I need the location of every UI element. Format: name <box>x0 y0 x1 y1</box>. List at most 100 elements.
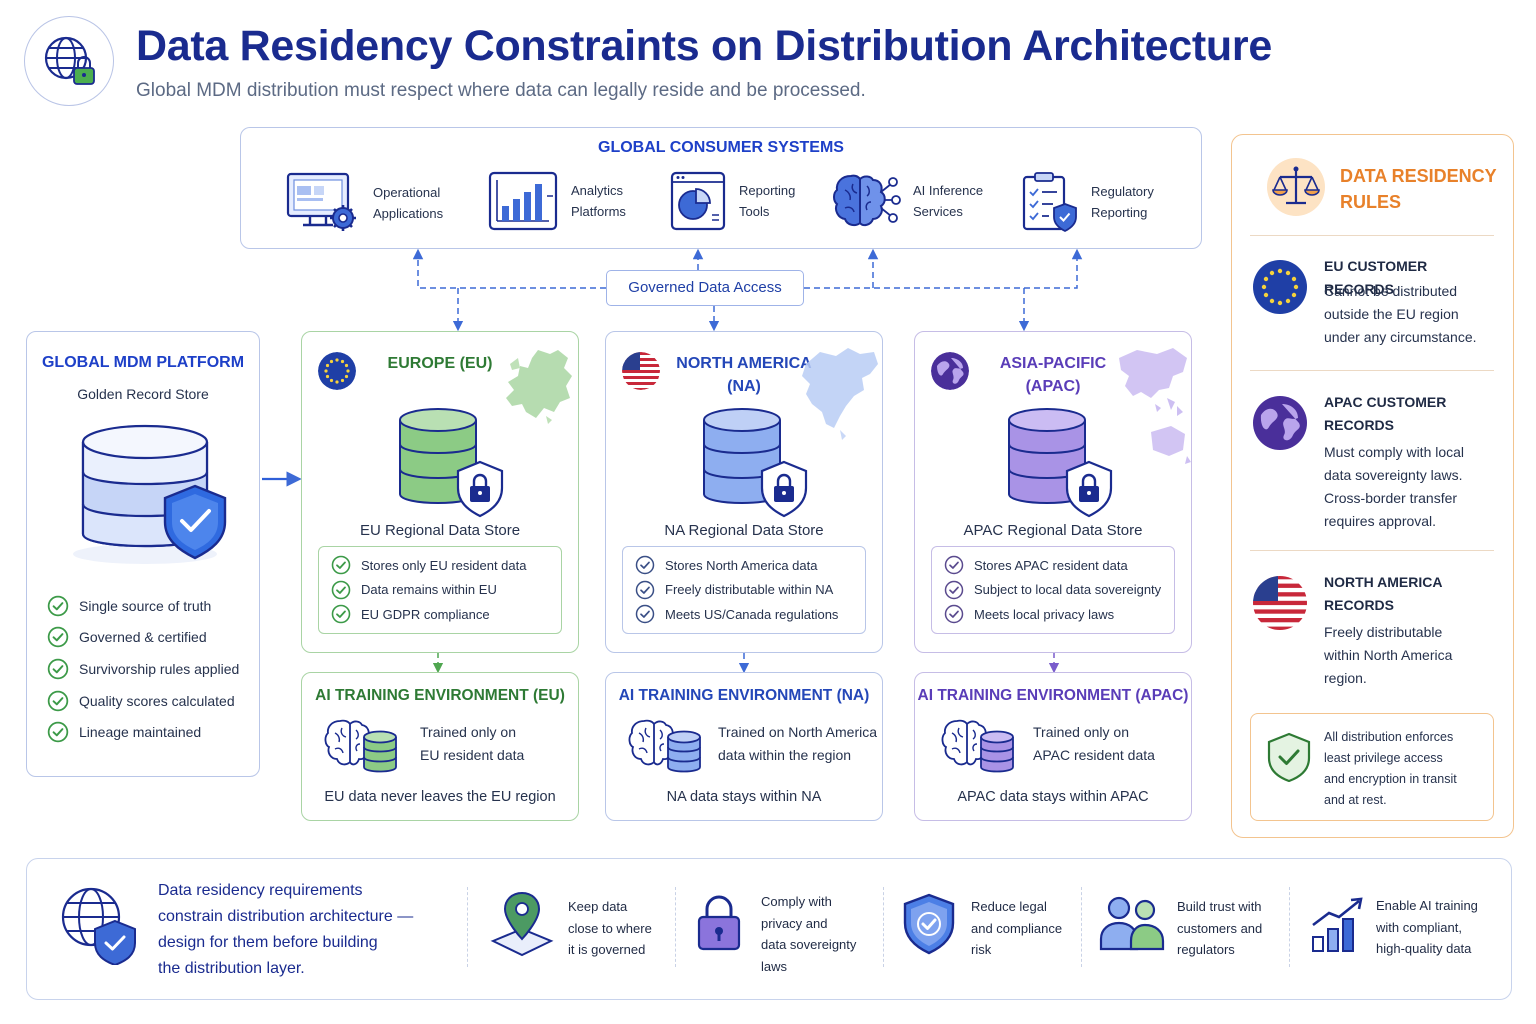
padlock-icon <box>697 895 741 951</box>
brain-database-icon <box>941 719 1014 773</box>
global-mdm-platform-panel: GLOBAL MDM PLATFORM Golden Record Store … <box>26 331 260 777</box>
rules-divider <box>1250 550 1494 551</box>
check-circle-icon <box>47 658 69 680</box>
consumer-label-line1: Regulatory <box>1091 184 1154 199</box>
region-check-item: Stores APAC resident data <box>944 553 1174 578</box>
banner-divider <box>467 887 468 967</box>
us-flag-icon <box>622 352 660 390</box>
globe-shield-icon <box>61 887 136 965</box>
governed-data-access-label: Governed Data Access <box>606 270 804 306</box>
region-check-item: Freely distributable within NA <box>635 578 865 603</box>
consumer-label-line2: Platforms <box>571 204 626 219</box>
eu-database-lock-icon <box>399 408 504 518</box>
monitor-gear-icon <box>286 172 356 231</box>
region-check-item: Meets local privacy laws <box>944 602 1174 627</box>
balance-scale-icon <box>1267 158 1325 216</box>
check-circle-icon <box>331 555 351 575</box>
apac-globe-icon <box>1253 396 1307 450</box>
mdm-check-item: Single source of truth <box>47 590 239 622</box>
rule-title: EU CUSTOMER RECORDS <box>1324 258 1428 297</box>
consumer-label-line2: Services <box>913 204 963 219</box>
page-title: Data Residency Constraints on Distributi… <box>136 22 1272 70</box>
check-circle-icon <box>635 604 655 624</box>
region-check-item: Meets US/Canada regulations <box>635 602 865 627</box>
mdm-check-item: Lineage maintained <box>47 716 239 748</box>
check-circle-icon <box>944 580 964 600</box>
region-check-item: Stores only EU resident data <box>331 553 561 578</box>
rules-divider <box>1250 235 1494 236</box>
banner-divider <box>675 887 676 967</box>
region-europe-panel: EUROPE (EU) EU Regional Data Store Store… <box>301 331 579 653</box>
rules-divider <box>1250 370 1494 371</box>
eu-flag-icon <box>318 352 356 390</box>
ai-training-footer: APAC data stays within APAC <box>957 789 1149 805</box>
north-america-map-icon <box>802 348 878 440</box>
page-subtitle: Global MDM distribution must respect whe… <box>136 80 866 101</box>
mdm-subtitle: Golden Record Store <box>77 386 209 402</box>
region-asia-pacific-panel: ASIA-PACIFIC(APAC) APAC Regional Data St… <box>914 331 1192 653</box>
globe-lock-icon <box>24 16 114 106</box>
shield-check-icon <box>903 893 955 955</box>
region-north-america-panel: NORTH AMERICA(NA) NA Regional Data Store… <box>605 331 883 653</box>
consumer-label-line1: Analytics <box>571 183 624 198</box>
shield-check-icon <box>1267 732 1311 782</box>
ai-training-footer: NA data stays within NA <box>666 789 822 805</box>
eu-flag-icon <box>1253 260 1307 314</box>
location-pin-icon <box>490 891 554 957</box>
consumer-label-line1: Operational <box>373 185 441 200</box>
region-checklist: Stores North America data Freely distrib… <box>622 546 866 634</box>
brain-database-icon <box>628 719 701 773</box>
us-flag-icon <box>1253 576 1307 630</box>
region-check-item: Stores North America data <box>635 553 865 578</box>
check-circle-icon <box>47 690 69 712</box>
golden-record-database-icon <box>73 424 227 564</box>
check-circle-icon <box>47 721 69 743</box>
ai-training-title: AI TRAINING ENVIRONMENT (NA) <box>618 687 870 704</box>
ai-training-title: AI TRAINING ENVIRONMENT (EU) <box>315 687 565 704</box>
bar-chart-icon <box>488 171 558 231</box>
growth-chart-icon <box>1312 897 1363 952</box>
asia-pacific-map-icon <box>1119 348 1191 464</box>
region-store-name: EU Regional Data Store <box>359 522 521 539</box>
check-circle-icon <box>944 604 964 624</box>
banner-divider <box>1289 887 1290 967</box>
consumers-title: GLOBAL CONSUMER SYSTEMS <box>598 139 844 156</box>
check-circle-icon <box>944 555 964 575</box>
pie-report-icon <box>670 171 726 231</box>
europe-map-icon <box>506 350 572 424</box>
ai-training-footer: EU data never leaves the EU region <box>324 789 556 805</box>
clipboard-shield-icon <box>1022 172 1077 233</box>
mdm-title: GLOBAL MDM PLATFORM <box>41 354 245 371</box>
ai-training-na-panel: AI TRAINING ENVIRONMENT (NA) Trained on … <box>605 672 883 821</box>
consumer-label-line2: Applications <box>373 206 444 221</box>
check-circle-icon <box>331 580 351 600</box>
people-icon <box>1099 896 1165 951</box>
check-circle-icon <box>635 580 655 600</box>
banner-divider <box>1081 887 1082 967</box>
apac-database-lock-icon <box>1008 408 1113 518</box>
consumer-label-line1: Reporting <box>739 183 796 198</box>
